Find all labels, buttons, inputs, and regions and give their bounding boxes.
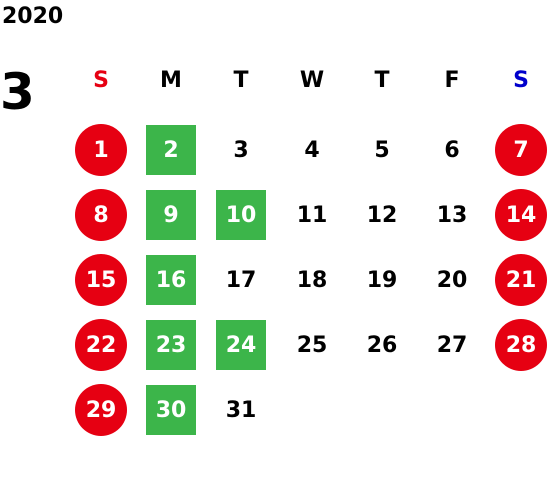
day-cell: 3 [233,137,249,163]
day-cell: 17 [225,267,257,293]
day-cell: 20 [436,267,468,293]
day-cell: 18 [296,267,328,293]
day-cell: 25 [296,332,328,358]
highlighted-day-cell: 30 [146,385,196,435]
highlighted-day-cell: 23 [146,320,196,370]
holiday-day-cell: 21 [495,254,547,306]
day-cell: 27 [436,332,468,358]
highlighted-day-cell: 10 [216,190,266,240]
day-cell: 4 [304,137,320,163]
highlighted-day-cell: 2 [146,125,196,175]
holiday-day-cell: 28 [495,319,547,371]
weekday-label: S [513,68,529,93]
weekday-label: T [233,68,249,93]
holiday-day-cell: 1 [75,124,127,176]
holiday-day-cell: 15 [75,254,127,306]
holiday-day-cell: 29 [75,384,127,436]
day-cell: 26 [366,332,398,358]
holiday-day-cell: 8 [75,189,127,241]
month-number: 3 [0,63,35,121]
day-cell: 13 [436,202,468,228]
day-cell: 6 [444,137,460,163]
weekday-label: T [374,68,390,93]
day-cell: 19 [366,267,398,293]
weekday-label: F [444,68,460,93]
holiday-day-cell: 7 [495,124,547,176]
holiday-day-cell: 14 [495,189,547,241]
weekday-label: M [160,68,182,93]
day-cell: 31 [225,397,257,423]
highlighted-day-cell: 16 [146,255,196,305]
weekday-label: S [93,68,109,93]
day-cell: 5 [374,137,390,163]
highlighted-day-cell: 24 [216,320,266,370]
day-cell: 11 [296,202,328,228]
holiday-day-cell: 22 [75,319,127,371]
highlighted-day-cell: 9 [146,190,196,240]
day-cell: 12 [366,202,398,228]
weekday-label: W [299,68,325,93]
year-label: 2020 [2,4,64,29]
